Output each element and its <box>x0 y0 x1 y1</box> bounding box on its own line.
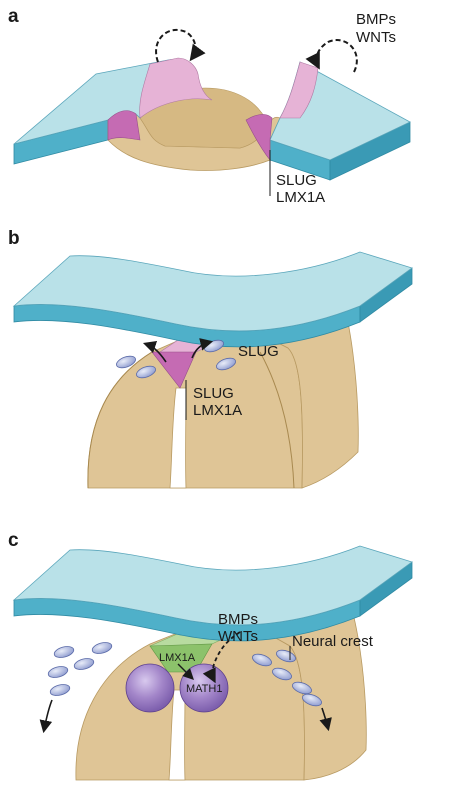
panel-a-signal-label-2: WNTs <box>356 29 396 46</box>
panel-a-signal-label-1: BMPs <box>356 11 396 28</box>
panel-c-letter: c <box>8 530 19 551</box>
panel-c-crest-cell <box>276 649 296 663</box>
panel-c-crest-cell <box>272 667 292 681</box>
panel-b-right-migration-arrow <box>191 338 214 359</box>
panel-a: a BMPs WNTs SLUG LMX1A <box>8 6 411 206</box>
panel-c-lmx1a-arrow <box>177 663 194 680</box>
panel-c-neural-crest-label: Neural crest <box>292 633 374 650</box>
panel-a-left-border-side <box>107 110 141 141</box>
panel-a-right-neural-border <box>279 61 319 119</box>
panel-a-left-signal-arrow <box>155 29 206 63</box>
panel-b-marker-label-2: LMX1A <box>193 402 242 419</box>
panel-c-math1-label: MATH1 <box>186 683 222 695</box>
panel-c-crest-cell <box>47 666 69 678</box>
panel-c-signal-arrow <box>202 631 241 684</box>
panel-b-letter: b <box>8 228 20 249</box>
panel-c-left-migration-arrow <box>39 699 53 734</box>
panel-c-crest-cell <box>73 658 95 670</box>
panel-c-crest-cell <box>91 642 113 654</box>
panel-c-lumen <box>168 689 186 781</box>
panel-c: c BMPs WNTs LMX1A <box>8 530 413 781</box>
panel-c-crest-cell <box>53 646 75 658</box>
panel-c-crest-cell <box>292 681 312 695</box>
panel-a-marker-label-2: LMX1A <box>276 189 325 206</box>
panel-c-lmx1a-label: LMX1A <box>159 652 196 664</box>
panel-c-crest-cell <box>49 684 71 696</box>
panel-b-crest-cell <box>136 365 156 379</box>
panel-a-right-border-side <box>245 114 273 161</box>
panel-c-ectoderm-top <box>12 545 413 626</box>
panel-b: b SLUG SLUG LMX1A <box>8 228 413 489</box>
panel-c-signal-label-1: BMPs <box>218 611 258 628</box>
panel-b-slug-label: SLUG <box>238 343 279 360</box>
panel-b-left-edge <box>87 351 153 489</box>
panel-c-crest-cell <box>302 693 322 707</box>
panel-c-signal-label-2: WNTs <box>218 628 258 645</box>
panel-a-left-neural-border <box>139 57 213 119</box>
panel-c-right-migration-arrow <box>319 707 332 732</box>
panel-a-marker-label-1: SLUG <box>276 172 317 189</box>
panel-b-left-migration-arrow <box>142 340 167 363</box>
panel-b-crest-cell <box>116 355 136 369</box>
panel-c-left-progenitor-cell <box>125 663 175 713</box>
panel-b-right-edge <box>259 351 295 489</box>
panel-b-roof-plate-front <box>151 351 197 389</box>
panel-c-crest-cell <box>252 653 272 667</box>
panel-b-ectoderm-top <box>12 251 413 332</box>
panel-b-crest-cell <box>216 357 236 371</box>
panel-b-marker-label-1: SLUG <box>193 385 234 402</box>
panel-a-right-signal-arrow <box>305 39 358 73</box>
panel-a-letter: a <box>8 6 19 27</box>
